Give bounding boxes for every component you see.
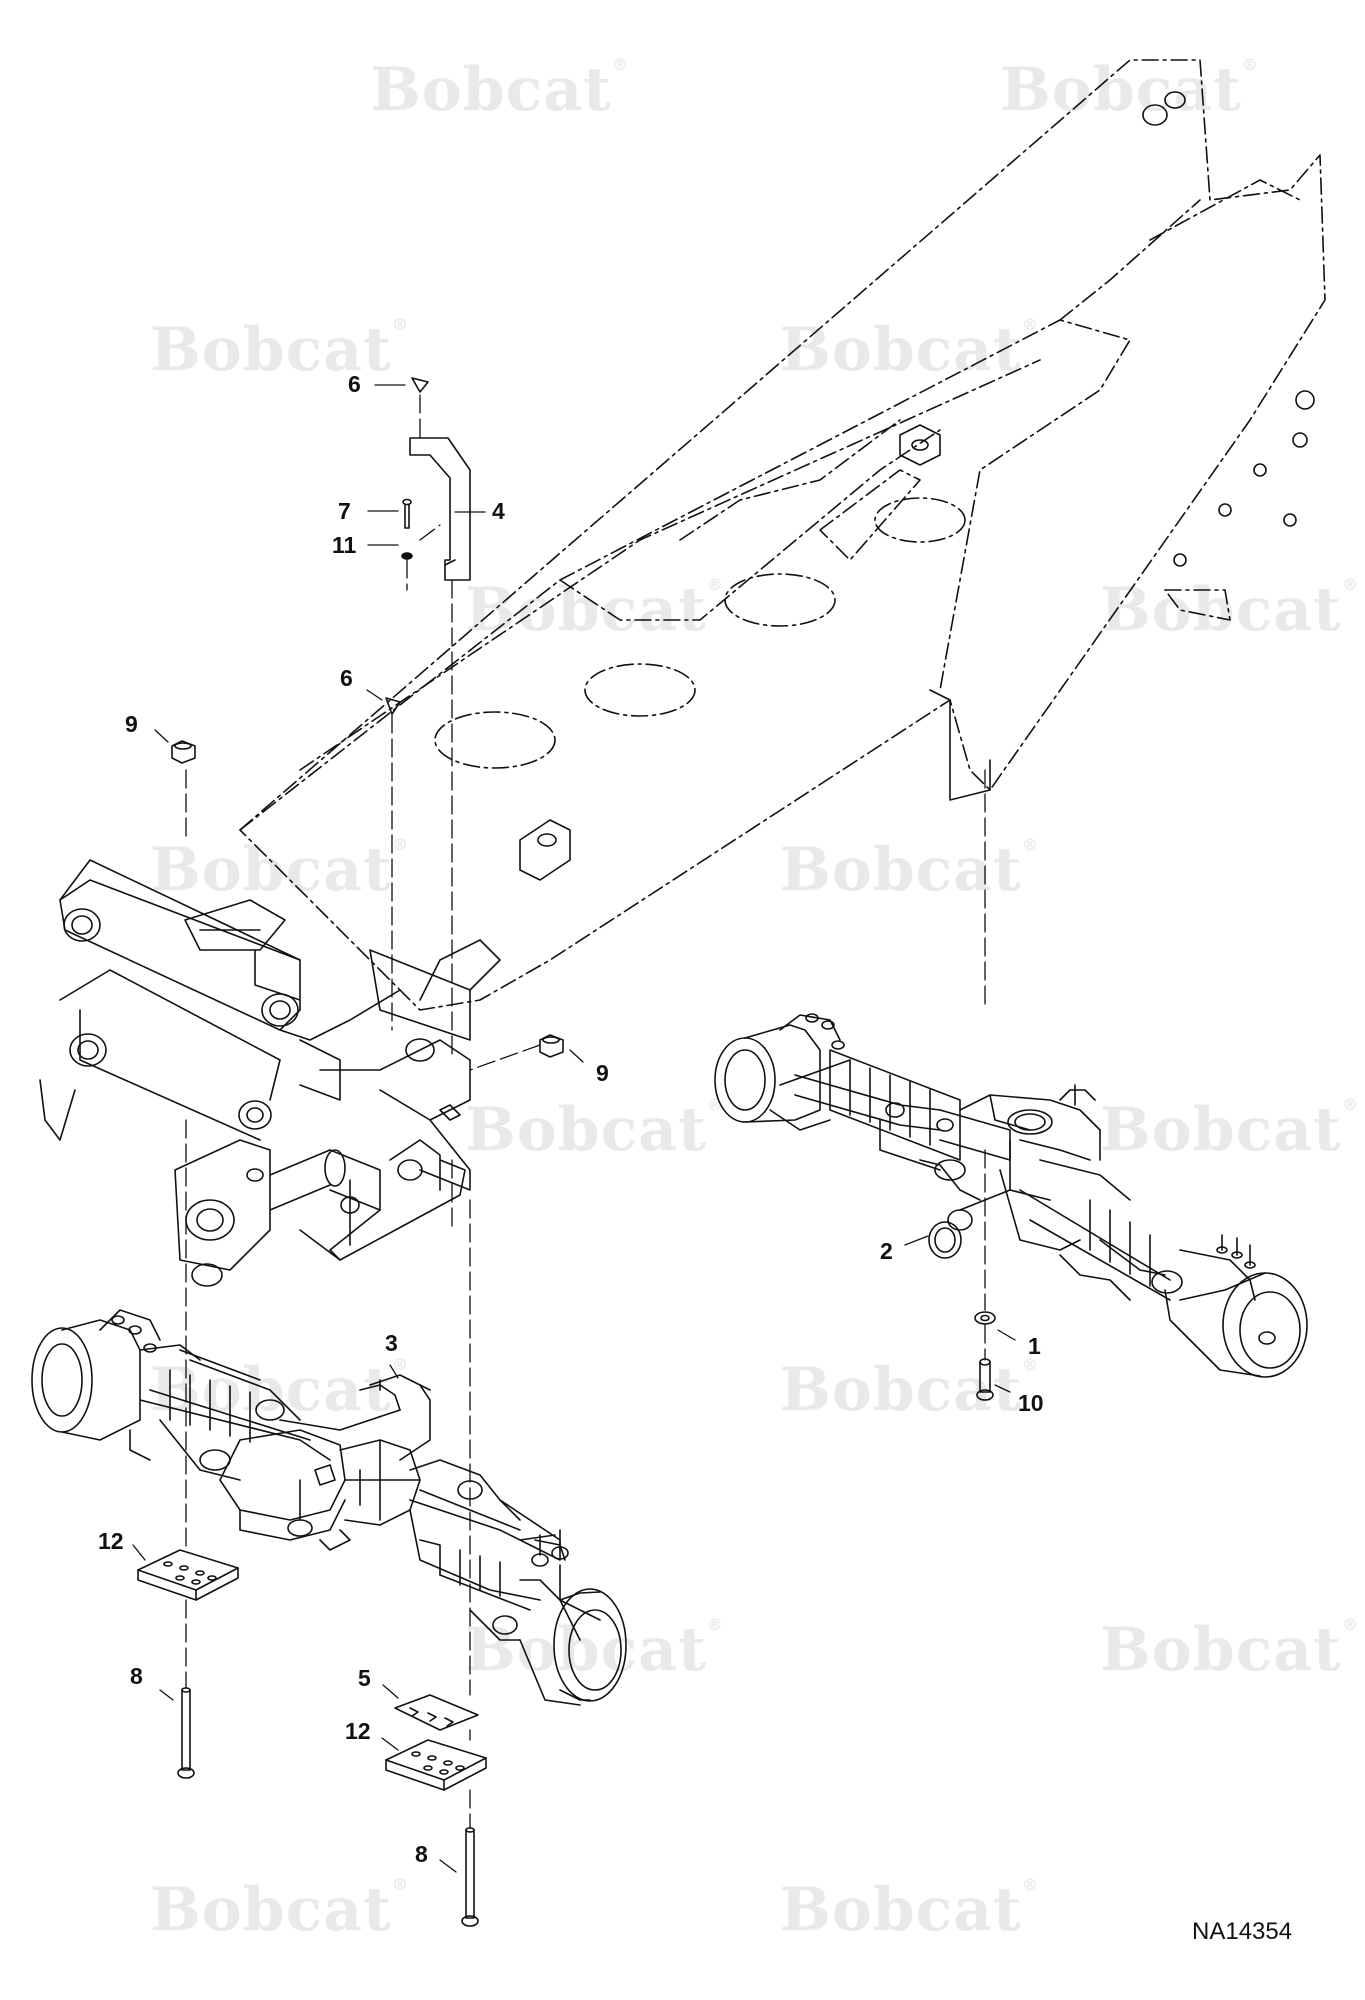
watermark-mark: ® [391,835,409,854]
frame-phantom-outline [239,59,1326,1011]
frame-solid-details [519,91,1315,881]
watermark-text: Bobcat [1100,1095,1342,1165]
callout-12-upper: 12 [98,1528,124,1554]
callout-6-upper: 6 [348,371,361,397]
callout-7: 7 [338,498,351,524]
watermark-bobcat-logo: Bobcat® [370,55,629,125]
bracket-part-4-lip [444,559,456,566]
watermark-bobcat-logo: Bobcat® [150,315,409,385]
callout-6-lower: 6 [340,665,353,691]
watermark-text: Bobcat [780,315,1022,385]
watermark-text: Bobcat [465,1615,707,1685]
drawing-number: NA14354 [1192,1918,1293,1945]
assembly-centerlines [185,394,986,1829]
bolt-part-8-lower [461,1827,479,1927]
watermark-bobcat-logo: Bobcat® [1100,1615,1359,1685]
watermark-mark: ® [611,55,629,74]
bracket-part-4 [409,437,471,581]
watermark-text: Bobcat [150,835,392,905]
watermark-mark: ® [706,1615,724,1634]
plug-part-6-lower [385,697,401,715]
callout-8-upper: 8 [130,1663,143,1689]
watermark-bobcat-logo: Bobcat® [150,1875,409,1945]
watermark-bobcat-logo: Bobcat® [780,1875,1039,1945]
watermark-bobcat-logo: Bobcat® [780,835,1039,905]
watermark-mark: ® [1241,55,1259,74]
callout-1: 1 [1028,1333,1041,1359]
watermark-text: Bobcat [465,575,707,645]
watermark-mark: ® [391,315,409,334]
watermark-mark: ® [1341,1095,1359,1114]
watermark-bobcat-logo: Bobcat® [465,1615,724,1685]
pivot-bracket-assembly [39,859,501,1287]
watermark-mark: ® [706,575,724,594]
callout-5: 5 [358,1665,371,1691]
callout-9-upper: 9 [125,711,138,737]
watermark-mark: ® [1341,575,1359,594]
washer-part-11 [401,552,413,560]
bolt-part-10 [976,1358,994,1401]
nut-part-9-lower [539,1034,564,1058]
watermark-text: Bobcat [150,1875,392,1945]
leader-lines [132,384,1016,1873]
watermark-mark: ® [1021,835,1039,854]
watermark-text: Bobcat [780,1875,1022,1945]
pad-part-12-lower [385,1739,487,1791]
pad-part-12-upper [137,1549,239,1601]
watermark-text: Bobcat [1100,1615,1342,1685]
watermark-mark: ® [1021,315,1039,334]
washer-part-1 [974,1311,996,1325]
watermark-text: Bobcat [465,1095,707,1165]
callout-12-lower: 12 [345,1718,371,1744]
watermark-bobcat-logo: Bobcat® [1100,575,1359,645]
watermark-bobcat-logo: Bobcat® [150,835,409,905]
bolt-part-8-upper [177,1687,195,1779]
callout-2: 2 [880,1238,893,1264]
watermark-bobcat-logo: Bobcat® [1100,1095,1359,1165]
callout-9-lower: 9 [596,1060,609,1086]
watermark-bobcat-logo: Bobcat® [780,315,1039,385]
watermark-mark: ® [1341,1615,1359,1634]
watermark-text: Bobcat [1100,575,1342,645]
watermark-bobcat-logo: Bobcat® [465,1095,724,1165]
watermark-text: Bobcat [780,835,1022,905]
watermark-text: Bobcat [150,315,392,385]
watermark-mark: ® [1021,1875,1039,1894]
watermark-mark: ® [391,1875,409,1894]
callout-10: 10 [1018,1390,1044,1416]
shim-part-5 [394,1694,479,1731]
callout-4: 4 [492,498,505,524]
front-axle-assembly [714,1013,1308,1378]
watermark-mark: ® [1021,1355,1039,1374]
callout-3: 3 [385,1330,398,1356]
plug-part-6-upper [411,377,429,393]
watermark-bobcat-logo: Bobcat® [465,575,724,645]
watermark-text: Bobcat [370,55,612,125]
watermark-mark: ® [391,1355,409,1374]
nut-part-9-upper [171,740,196,764]
callout-11: 11 [332,532,357,558]
bolt-part-7 [402,498,412,529]
rear-axle-assembly [31,1309,627,1706]
callout-8-lower: 8 [415,1841,428,1867]
